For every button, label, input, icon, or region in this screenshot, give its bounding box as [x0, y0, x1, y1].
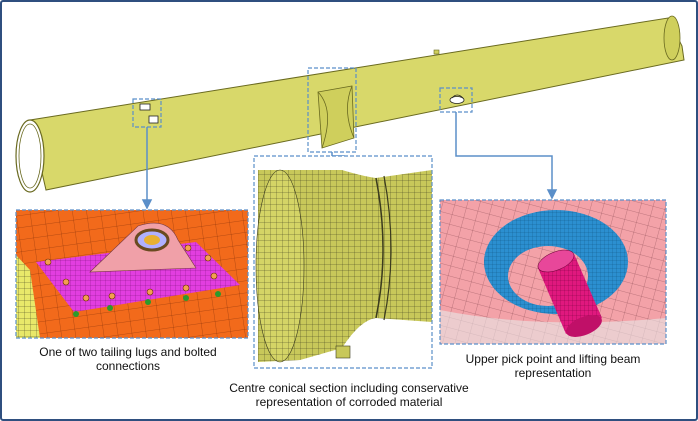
bolt-holes — [44, 244, 218, 302]
detail-pick-point — [439, 199, 667, 345]
detail-conical-section — [253, 155, 433, 369]
detail-tailing-lug — [15, 209, 249, 339]
pipe-model — [15, 15, 685, 193]
lifting-pin — [537, 249, 602, 337]
pipe-lug — [139, 103, 159, 124]
pipe-pick-point — [449, 94, 465, 104]
bolt-nuts — [73, 291, 221, 317]
pipe-open-end — [15, 119, 45, 193]
caption-pick-point: Upper pick point and lifting beam repres… — [465, 352, 641, 380]
caption-tailing-lug: One of two tailing lugs and bolted conne… — [39, 345, 217, 373]
pipe-body — [29, 17, 685, 191]
caption-conical-section: Centre conical section including conserv… — [229, 381, 469, 409]
callout-connectors — [141, 112, 558, 210]
